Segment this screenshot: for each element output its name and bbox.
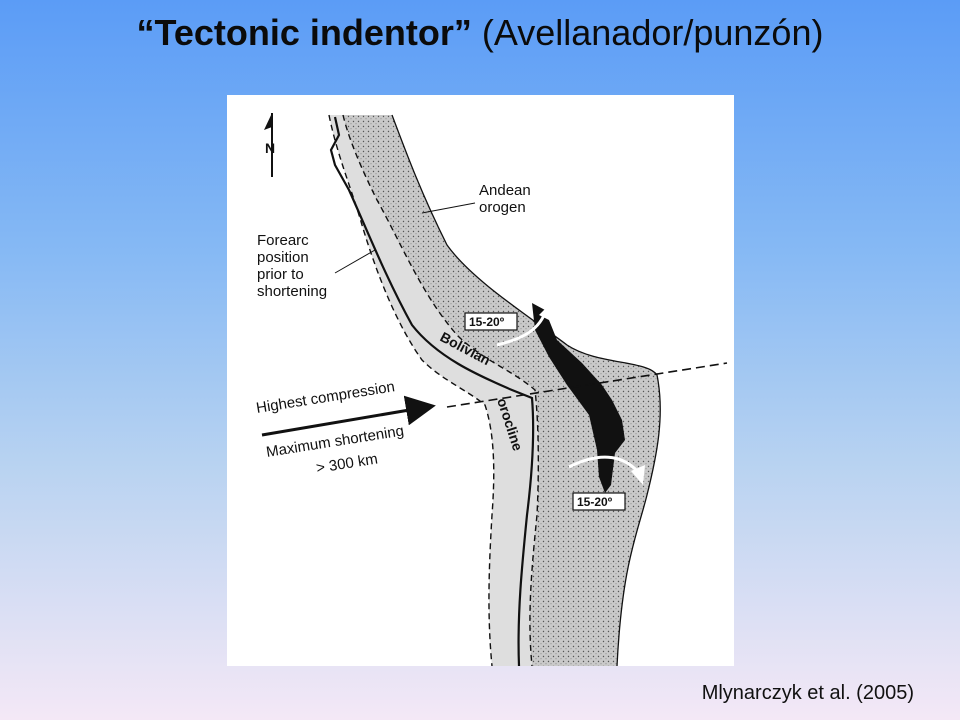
citation: Mlynarczyk et al. (2005): [701, 682, 914, 704]
coastline: [329, 116, 535, 666]
forearc-label-line-3: prior to: [257, 266, 304, 283]
andean-label-line-1: Andean: [479, 182, 531, 199]
rotation-label-north: 15-20º: [469, 315, 505, 329]
forearc-label-line-1: Forearc: [257, 232, 309, 249]
forearc-label-line-4: shortening: [257, 283, 327, 300]
orogen-eastern-boundary: [391, 114, 661, 666]
forearc-leader-line: [334, 249, 376, 274]
rotation-label-south: 15-20º: [577, 495, 613, 509]
forearc-region: [329, 115, 539, 666]
rotation-arrowhead-south: [631, 465, 645, 485]
highest-compression-label: Highest compression: [255, 378, 396, 417]
title-main: “Tectonic indentor”: [136, 12, 472, 53]
max-shortening-label-line-1: Maximum shortening: [265, 422, 405, 461]
slide-title: “Tectonic indentor” (Avellanador/punzón): [0, 12, 960, 54]
forearc-outer-boundary: [328, 114, 495, 666]
rotation-arrowhead-north: [539, 301, 553, 321]
tectonic-map-svg: N Andean orogen Forearc position prior t…: [255, 113, 728, 666]
black-intrusive-body: [532, 303, 625, 493]
north-arrow-icon: [264, 113, 273, 177]
andean-label-line-2: orogen: [479, 199, 526, 216]
forearc-label-line-2: position: [257, 249, 309, 266]
title-subtitle: (Avellanador/punzón): [481, 12, 824, 53]
andean-orogen-region: [343, 115, 661, 666]
north-label: N: [265, 140, 275, 156]
rotation-arrow-south: [568, 455, 641, 474]
rotation-box-south: [572, 492, 626, 511]
profile-dashed-line: [446, 362, 728, 408]
compression-arrow: [261, 395, 436, 437]
rotation-arrow-north: [496, 312, 547, 347]
orogen-inner-boundary: [342, 114, 540, 666]
rotation-box-north: [464, 312, 518, 331]
max-shortening-label-line-2: > 300 km: [315, 450, 379, 477]
tectonic-map-figure: N Andean orogen Forearc position prior t…: [227, 95, 734, 666]
andean-leader-line: [421, 202, 476, 214]
